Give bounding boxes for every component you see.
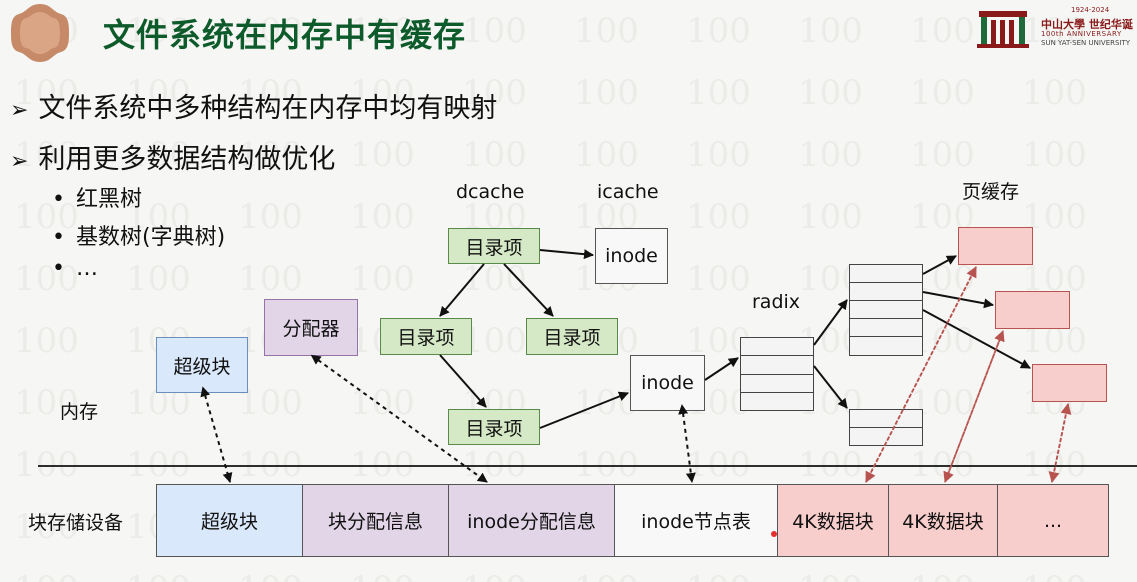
dentry-left: 目录项	[380, 318, 472, 355]
memory-label: 内存	[60, 401, 99, 423]
laser-pointer-dot	[771, 531, 777, 537]
title-badge-icon	[11, 4, 69, 62]
page-title: 文件系统在内存中有缓存	[103, 16, 467, 54]
storage-inode-alloc: inode分配信息	[448, 484, 615, 557]
dentry-right: 目录项	[526, 318, 618, 355]
storage-device-label: 块存储设备	[28, 512, 124, 534]
sub-bullet-2: • 基数树(字典树)	[52, 219, 225, 251]
storage-superblock: 超级块	[156, 484, 303, 557]
logo-name-cn: 中山大學 世纪华诞	[1041, 18, 1133, 31]
radix-child-node-top	[849, 264, 923, 356]
logo-university: SUN YAT-SEN UNIVERSITY	[1041, 39, 1131, 47]
page-cache-page-1	[958, 227, 1033, 265]
logo-anniversary: 100th ANNIVERSARY	[1041, 30, 1122, 38]
dentry-bottom: 目录项	[448, 409, 540, 445]
logo-years: 1924-2024	[1071, 6, 1110, 14]
bullet-2: ➢ 利用更多数据结构做优化	[10, 137, 335, 176]
radix-root-node	[740, 337, 814, 411]
bullet-dot-icon: •	[52, 225, 65, 250]
storage-inode-table: inode节点表	[613, 484, 779, 557]
storage-data-block-1: 4K数据块	[777, 484, 889, 557]
sub-bullet-1: • 红黑树	[52, 181, 142, 213]
gate-logo-icon	[977, 11, 1029, 48]
storage-block-alloc: 块分配信息	[301, 484, 450, 557]
dentry-root: 目录项	[448, 228, 540, 264]
radix-label: radix	[752, 291, 801, 313]
page-cache-page-3	[1032, 364, 1107, 402]
bullet-1: ➢ 文件系统中多种结构在内存中均有映射	[10, 86, 497, 125]
superblock-memory: 超级块	[156, 337, 248, 393]
bullet-dot-icon: •	[52, 187, 65, 212]
icache-label: icache	[597, 181, 659, 203]
radix-child-node-bottom	[849, 409, 923, 446]
bullet-dot-icon: •	[52, 256, 65, 281]
storage-data-block-2: 4K数据块	[887, 484, 999, 557]
storage-data-block-more: ...	[997, 484, 1109, 557]
sub-bullet-3-text: …	[76, 256, 98, 281]
bullet-arrow-icon: ➢	[10, 149, 29, 174]
storage-row: 超级块 块分配信息 inode分配信息 inode节点表 4K数据块 4K数据块…	[156, 484, 1109, 557]
bullet-1-text: 文件系统中多种结构在内存中均有映射	[38, 93, 498, 124]
page-cache-page-2	[995, 291, 1070, 329]
title-bar: 文件系统在内存中有缓存 1924-2024 中山大學 世纪华诞 100th AN…	[0, 0, 1137, 70]
page-cache-label: 页缓存	[962, 181, 1020, 203]
allocator-box: 分配器	[264, 299, 358, 356]
sub-bullet-2-text: 基数树(字典树)	[76, 225, 226, 250]
bullet-2-text: 利用更多数据结构做优化	[38, 144, 336, 175]
dcache-label: dcache	[456, 181, 525, 203]
sub-bullet-1-text: 红黑树	[76, 187, 143, 212]
inode-main: inode	[630, 355, 705, 411]
bullet-arrow-icon: ➢	[10, 98, 29, 123]
university-logo: 1924-2024 中山大學 世纪华诞 100th ANNIVERSARY SU…	[975, 6, 1135, 50]
inode-cached: inode	[595, 228, 668, 284]
sub-bullet-3: •…	[52, 256, 98, 281]
